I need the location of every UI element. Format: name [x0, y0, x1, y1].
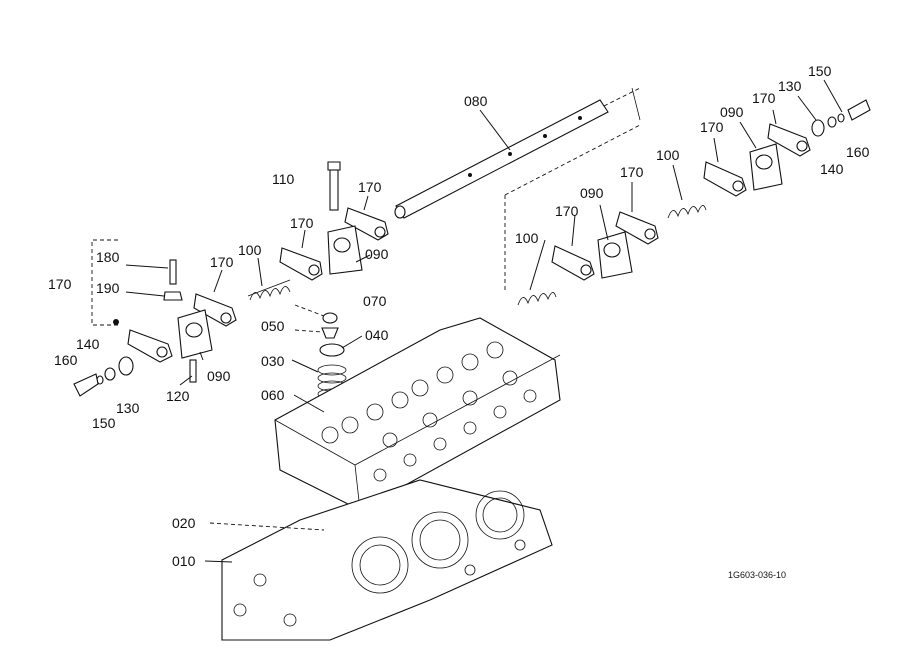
label-140: 140 [76, 336, 100, 352]
label-130: 130 [778, 78, 802, 94]
leader-lines [125, 79, 843, 563]
label-170: 170 [358, 179, 382, 195]
label-030: 030 [261, 353, 285, 369]
label-170: 170 [290, 215, 314, 231]
label-020: 020 [172, 515, 196, 531]
right-rocker-assembly [517, 99, 871, 306]
cylinder-block [221, 479, 553, 641]
label-170: 170 [210, 254, 234, 270]
label-170: 170 [752, 90, 776, 106]
cylinder-head [274, 317, 561, 511]
label-090: 090 [207, 368, 231, 384]
label-070: 070 [363, 293, 387, 309]
label-090: 090 [365, 246, 389, 262]
label-130: 130 [116, 400, 140, 416]
label-100: 100 [656, 147, 680, 163]
label-170: 170 [700, 119, 724, 135]
label-100: 100 [238, 242, 262, 258]
label-150: 150 [92, 415, 116, 431]
label-090: 090 [580, 185, 604, 201]
label-110: 110 [272, 171, 295, 187]
label-140: 140 [820, 161, 844, 177]
rocker-shaft [394, 87, 641, 219]
label-080: 080 [464, 93, 488, 109]
bolt-110 [327, 161, 341, 211]
label-160: 160 [54, 352, 78, 368]
label-090: 090 [720, 104, 744, 120]
label-160: 160 [846, 144, 870, 160]
label-190: 190 [96, 280, 120, 296]
label-040: 040 [365, 327, 389, 343]
label-120: 120 [166, 388, 190, 404]
left-rocker-assembly [73, 207, 389, 397]
part-labels: 080 110 170 170 090 180 170 100 170 190 … [48, 63, 870, 569]
label-050: 050 [261, 318, 285, 334]
label-170: 170 [620, 164, 644, 180]
label-100: 100 [515, 230, 539, 246]
drawing-code: 1G603-036-10 [728, 570, 786, 580]
label-170: 170 [48, 276, 72, 292]
label-180: 180 [96, 249, 120, 265]
label-060: 060 [261, 387, 285, 403]
label-170: 170 [555, 203, 579, 219]
label-010: 010 [172, 553, 196, 569]
label-150: 150 [808, 63, 832, 79]
